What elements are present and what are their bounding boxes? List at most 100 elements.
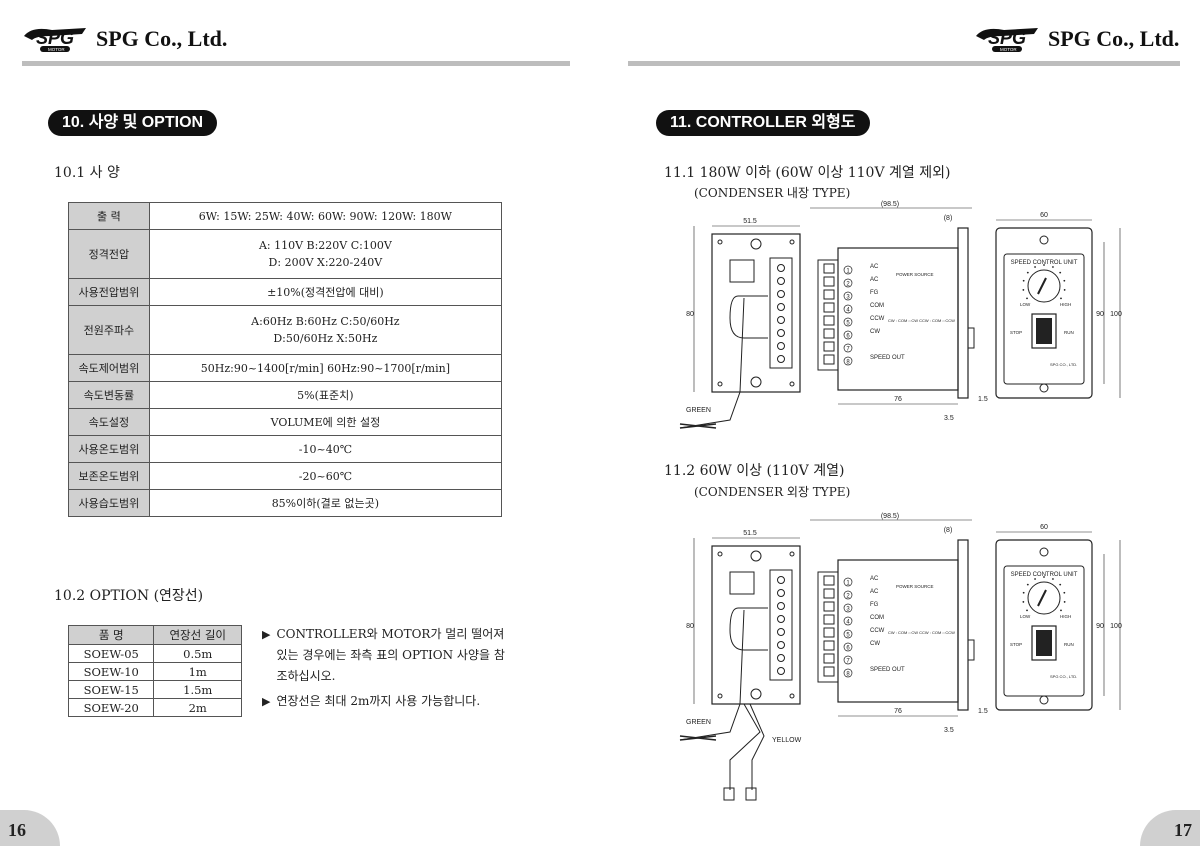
terminal-label: AC bbox=[870, 264, 879, 270]
terminal-number-circle bbox=[843, 577, 853, 587]
spg-logo-icon: SPG MOTOR bbox=[24, 28, 86, 52]
brand-header: SPG MOTOR SPG Co., Ltd. bbox=[22, 24, 227, 54]
dim-76: 76 bbox=[894, 396, 902, 403]
option-model: SOEW-20 bbox=[67, 698, 155, 717]
maker-label: SPG CO., LTD. bbox=[1050, 362, 1077, 367]
header-rule bbox=[22, 61, 570, 66]
note-text: 연장선은 최대 2m까지 사용 가능합니다. bbox=[276, 694, 481, 708]
terminal-number-circle bbox=[843, 603, 853, 613]
terminal-tab bbox=[823, 354, 835, 365]
spec-value-line: 85%이하(결로 없는곳) bbox=[271, 496, 380, 510]
dim-3-5: 3.5 bbox=[944, 415, 954, 422]
lead-twist bbox=[679, 735, 717, 741]
run-label: RUN bbox=[1064, 330, 1074, 335]
drawing-1-sub: (CONDENSER 내장 TYPE) bbox=[694, 186, 851, 200]
screw-hole bbox=[1039, 695, 1049, 705]
terminal-number-circle bbox=[843, 356, 853, 366]
spg-logo-icon: SPG MOTOR bbox=[976, 28, 1038, 52]
triangle-arrow-icon: ▶ bbox=[262, 695, 271, 708]
terminal-screw bbox=[777, 264, 785, 272]
controller-drawing-1: 51.5(98.5)(8)6080GREEN1AC2AC3FG4COM5CCW6… bbox=[679, 201, 1122, 429]
yellow-cable bbox=[729, 703, 761, 790]
option-header: 연장선 길이 bbox=[153, 625, 242, 645]
dim-76: 76 bbox=[894, 708, 902, 715]
dim-1-5: 1.5 bbox=[978, 396, 988, 403]
note-item: ▶CONTROLLER와 MOTOR가 멀리 떨어져 있는 경우에는 좌측 표의… bbox=[262, 624, 512, 687]
terminal-tab bbox=[823, 276, 835, 287]
dial-pointer bbox=[1037, 589, 1047, 607]
dim-60: 60 bbox=[1040, 524, 1048, 531]
terminal-number: 4 bbox=[846, 308, 850, 314]
dial-tick bbox=[1026, 297, 1028, 300]
option-model: SOEW-10 bbox=[67, 662, 155, 681]
dial-tick bbox=[1060, 609, 1062, 612]
screw-hole bbox=[750, 238, 762, 250]
spec-value: 85%이하(결로 없는곳) bbox=[148, 489, 503, 517]
low-label: LOW bbox=[1020, 302, 1031, 307]
terminal-number: 5 bbox=[846, 633, 850, 639]
screw-hole bbox=[750, 376, 762, 388]
spec-value: -10~40℃ bbox=[148, 435, 503, 463]
brand-name: SPG Co., Ltd. bbox=[1048, 26, 1180, 51]
high-label: HIGH bbox=[1060, 302, 1071, 307]
terminal-label: CCW bbox=[870, 316, 885, 322]
yellow-cable bbox=[749, 703, 765, 790]
maker-label: SPG CO., LTD. bbox=[1050, 674, 1077, 679]
terminal-number-circle bbox=[843, 304, 853, 314]
terminal-number-circle bbox=[843, 330, 853, 340]
switch-rocker bbox=[1036, 318, 1052, 344]
notes: ▶CONTROLLER와 MOTOR가 멀리 떨어져 있는 경우에는 좌측 표의… bbox=[262, 624, 512, 716]
option-length: 0.5m bbox=[153, 644, 242, 663]
dial-tick bbox=[1043, 576, 1045, 578]
terminal-tab bbox=[823, 315, 835, 326]
terminal-tab bbox=[823, 341, 835, 352]
terminal-number: 3 bbox=[846, 295, 850, 301]
dim-51-5: 51.5 bbox=[743, 218, 757, 225]
terminal-block bbox=[769, 257, 793, 369]
spec-value-line: A:60Hz B:60Hz C:50/60Hz bbox=[251, 315, 400, 328]
terminal-screw bbox=[777, 654, 785, 662]
dim-1-5: 1.5 bbox=[978, 708, 988, 715]
terminal-label: AC bbox=[870, 589, 879, 595]
corner-hole bbox=[789, 239, 795, 245]
dim-8: (8) bbox=[944, 215, 953, 222]
spec-value: -20~60℃ bbox=[148, 462, 503, 490]
dial-tick bbox=[1063, 601, 1066, 603]
terminal-number-circle bbox=[843, 616, 853, 626]
dial-tick bbox=[1052, 578, 1054, 580]
green-label: GREEN bbox=[686, 719, 711, 726]
spec-label: 사용온도범위 bbox=[68, 435, 150, 463]
terminal-tab bbox=[823, 328, 835, 339]
option-length: 1.5m bbox=[153, 680, 242, 699]
dial-tick bbox=[1022, 591, 1025, 594]
terminal-number: 7 bbox=[846, 659, 850, 665]
right-page: SPG MOTOR SPG Co., Ltd. 11. CONTROLLER 외… bbox=[600, 0, 1200, 846]
knob-side bbox=[967, 639, 975, 661]
terminal-label: CW bbox=[870, 641, 880, 647]
spec-label: 보존온도범위 bbox=[68, 462, 150, 490]
spec-heading: 10.1 사 양 bbox=[54, 165, 120, 181]
faston-terminal bbox=[723, 787, 735, 801]
dial-tick bbox=[1034, 266, 1036, 268]
terminal-screw bbox=[777, 290, 785, 298]
spec-value-line: A: 110V B:220V C:100V bbox=[258, 239, 392, 252]
spec-label: 속도변동률 bbox=[68, 381, 150, 409]
spec-label: 사용전압범위 bbox=[68, 278, 150, 306]
spec-value-line: -20~60℃ bbox=[298, 469, 352, 483]
svg-text:SPG: SPG bbox=[36, 28, 74, 48]
terminal-number-circle bbox=[843, 590, 853, 600]
switch-rocker bbox=[1036, 630, 1052, 656]
terminal-screw bbox=[777, 667, 785, 675]
terminal-number-circle bbox=[843, 668, 853, 678]
option-length: 1m bbox=[153, 662, 242, 681]
terminal-screw bbox=[777, 576, 785, 584]
dial-tick bbox=[1060, 297, 1062, 300]
brand-header: SPG MOTOR SPG Co., Ltd. bbox=[974, 24, 1179, 54]
screw-hole bbox=[1039, 235, 1049, 245]
dim-60: 60 bbox=[1040, 212, 1048, 219]
dial-tick bbox=[1063, 279, 1066, 282]
terminal-number-circle bbox=[843, 291, 853, 301]
